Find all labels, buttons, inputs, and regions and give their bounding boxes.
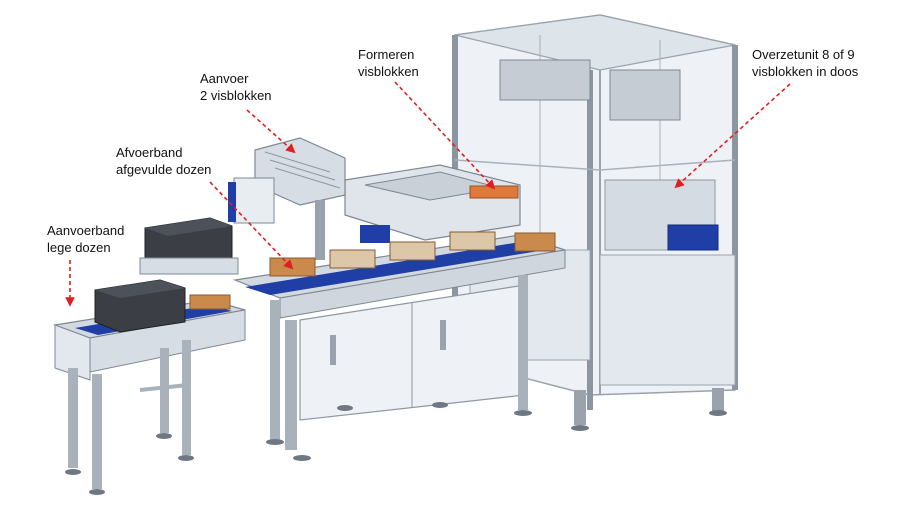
label-aanvoer: Aanvoer 2 visblokken (200, 70, 272, 104)
arrow-formeren (394, 81, 496, 190)
arrow-afvoerband (209, 181, 294, 270)
label-aanvoer-line1: Aanvoer (200, 71, 249, 86)
arrow-aanvoer (246, 109, 296, 154)
label-afvoerband-line1: Afvoerband (116, 145, 183, 160)
label-formeren-line1: Formeren (358, 47, 415, 62)
label-overzetunit: Overzetunit 8 of 9 visblokken in doos (752, 46, 858, 80)
label-aanvoerband-line2: lege dozen (47, 240, 111, 255)
indicator-arrows (65, 81, 791, 307)
aanvoer-infeed-unit (228, 137, 346, 260)
afvoerband-conveyor (232, 231, 566, 461)
aanvoerband-conveyor (52, 217, 246, 495)
label-aanvoerband: Aanvoerband lege dozen (47, 222, 124, 256)
formeren-module (344, 164, 521, 243)
label-formeren-line2: visblokken (358, 64, 419, 79)
label-afvoerband: Afvoerband afgevulde dozen (116, 144, 211, 178)
label-aanvoerband-line1: Aanvoerband (47, 223, 125, 238)
label-overzetunit-line2: visblokken in doos (752, 64, 859, 79)
label-afvoerband-line2: afgevulde dozen (116, 162, 212, 177)
label-aanvoer-line2: 2 visblokken (200, 88, 272, 103)
label-overzetunit-line1: Overzetunit 8 of 9 (752, 47, 855, 62)
label-formeren: Formeren visblokken (358, 46, 419, 80)
